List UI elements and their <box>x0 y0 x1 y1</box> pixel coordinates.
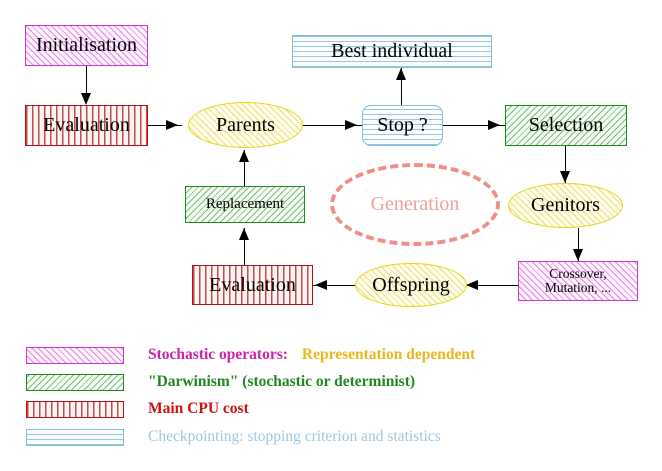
arrowhead-right-selection <box>488 119 500 130</box>
arrowhead-left-offspring <box>466 279 478 290</box>
arrowhead-down-crossover <box>572 249 583 261</box>
node-offspring-label: Offspring <box>372 273 450 296</box>
arrowhead-up-best-individual <box>395 68 406 80</box>
node-stop-label: Stop ? <box>377 114 428 136</box>
node-replacement[interactable]: Replacement <box>185 186 305 223</box>
edge-selection-to-genitors <box>565 145 567 183</box>
edge-stop-to-best-individual <box>401 68 403 106</box>
node-initialisation-label: Initialisation <box>35 34 138 56</box>
node-initialisation[interactable]: Initialisation <box>25 25 148 66</box>
legend-label-checkpointing: Checkpointing: stopping criterion and st… <box>148 428 441 445</box>
legend-label-stochastic-operators: Stochastic operators: <box>148 346 288 363</box>
legend-row-main-cpu-cost: Main CPU cost <box>26 398 249 420</box>
node-selection[interactable]: Selection <box>505 105 627 146</box>
legend-swatch-blue-horizontal-hatch <box>26 428 124 446</box>
edge-evaluation-bottom-to-replacement <box>244 228 246 265</box>
legend-label-main-cpu-cost: Main CPU cost <box>148 400 249 417</box>
edge-offspring-to-evaluation-bottom <box>313 284 360 286</box>
arrowhead-down-evaluation-top <box>80 93 91 105</box>
edge-replacement-to-parents <box>244 150 246 186</box>
node-offspring[interactable]: Offspring <box>355 263 467 307</box>
edge-crossover-to-offspring <box>466 284 518 286</box>
node-crossover-mutation-label: Crossover, Mutation, ... <box>544 265 612 295</box>
node-crossover-mutation[interactable]: Crossover, Mutation, ... <box>518 261 638 301</box>
edge-initialisation-to-evaluation-top <box>86 65 88 96</box>
node-parents[interactable]: Parents <box>188 102 303 148</box>
node-genitors-label: Genitors <box>531 194 600 216</box>
legend-swatch-magenta-diagonal-hatch <box>26 346 124 364</box>
arrowhead-down-genitors <box>559 171 570 183</box>
edge-stop-to-selection <box>443 124 505 126</box>
node-selection-label: Selection <box>528 114 604 136</box>
node-evaluation-bottom-label: Evaluation <box>209 273 296 296</box>
arrowhead-right-stop <box>345 119 357 130</box>
edge-parents-to-stop <box>303 124 362 126</box>
legend-swatch-green-diagonal-hatch <box>26 373 124 391</box>
edge-genitors-to-crossover <box>578 228 580 261</box>
node-evaluation-bottom[interactable]: Evaluation <box>192 265 313 305</box>
arrowhead-right-parents <box>166 119 178 130</box>
legend-row-stochastic-operators: Stochastic operators: Representation dep… <box>26 344 475 366</box>
edge-evaluation-top-to-parents <box>148 124 182 126</box>
legend-row-checkpointing: Checkpointing: stopping criterion and st… <box>26 426 441 448</box>
node-parents-label: Parents <box>216 113 275 136</box>
arrowhead-left-evaluation-bottom <box>315 279 327 290</box>
generation-label: Generation <box>370 193 460 215</box>
node-best-individual[interactable]: Best individual <box>292 35 492 68</box>
legend-row-darwinism: "Darwinism" (stochastic or determinist) <box>26 371 415 393</box>
legend-swatch-red-vertical-hatch <box>26 400 124 418</box>
node-stop[interactable]: Stop ? <box>362 105 443 146</box>
node-best-individual-label: Best individual <box>331 40 453 62</box>
legend-label-darwinism: "Darwinism" (stochastic or determinist) <box>148 373 416 390</box>
arrowhead-up-parents <box>238 150 249 162</box>
node-genitors[interactable]: Genitors <box>508 183 623 228</box>
legend-label-representation-dependent: Representation dependent <box>301 346 476 363</box>
node-evaluation-top-label: Evaluation <box>43 114 130 136</box>
arrowhead-up-replacement <box>238 228 249 240</box>
node-replacement-label: Replacement <box>205 195 285 212</box>
generation-cycle-ellipse: Generation <box>330 163 500 246</box>
node-evaluation-top[interactable]: Evaluation <box>25 105 148 146</box>
